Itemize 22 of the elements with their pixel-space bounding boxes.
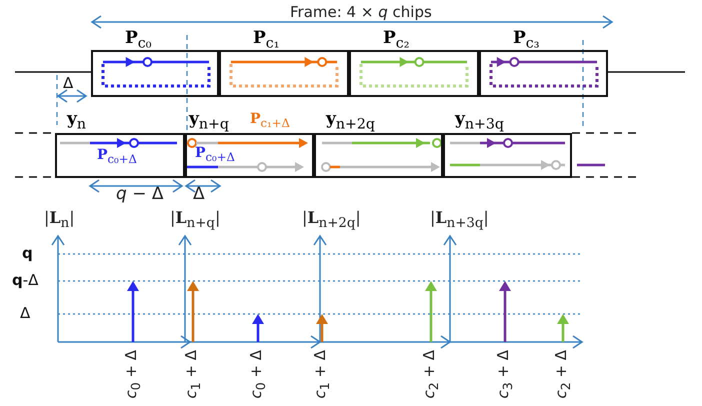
code-label: P$_{c₀+Δ}$ bbox=[97, 148, 137, 166]
block-label: y$_{n+2q}$ bbox=[326, 111, 375, 132]
block-label: y$_{n}$ bbox=[67, 111, 86, 132]
delta-label: Δ bbox=[63, 76, 74, 91]
axis-title: |L$_{n+2q}$| bbox=[302, 210, 361, 231]
block-label: y$_{n+q}$ bbox=[189, 111, 229, 132]
code-label: P$_{c₀+Δ}$ bbox=[195, 146, 235, 164]
dimension-label: q − Δ bbox=[116, 186, 164, 203]
segment-label: P$_{c₂}$ bbox=[383, 30, 410, 51]
axis-title: |L$_{n}$| bbox=[44, 210, 75, 231]
segment-label: P$_{c₀}$ bbox=[125, 30, 152, 51]
tick-label: q-Δ bbox=[12, 273, 38, 288]
segment-label: P$_{c₃}$ bbox=[513, 30, 540, 51]
axis-title: |L$_{n+3q}$| bbox=[430, 210, 489, 231]
block-label: y$_{n+3q}$ bbox=[455, 111, 504, 132]
segment-label: P$_{c₁}$ bbox=[253, 30, 280, 51]
axis-title: |L$_{n+q}$| bbox=[170, 210, 220, 231]
dimension-label: Δ bbox=[193, 186, 205, 203]
tick-label: Δ bbox=[20, 306, 30, 321]
frame-label: Frame: 4 × q chips bbox=[290, 5, 432, 20]
tick-label: q bbox=[22, 246, 33, 261]
code-label: P$_{c₁+Δ}$ bbox=[250, 112, 290, 130]
